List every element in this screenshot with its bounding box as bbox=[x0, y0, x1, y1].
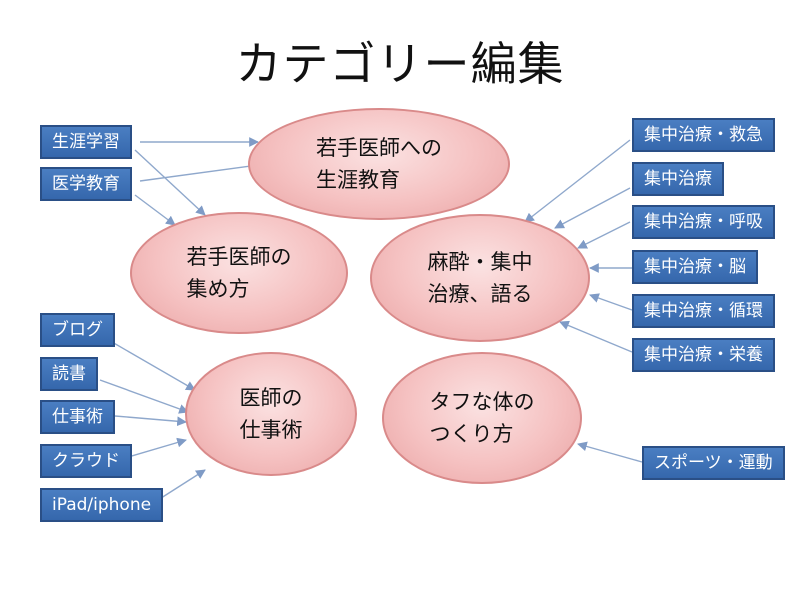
arrow-medical-to-gathering bbox=[134, 194, 176, 226]
bubble-line: 治療、語る bbox=[427, 282, 533, 306]
arrow-icu-circulation-to-anesthesia bbox=[589, 293, 633, 311]
arrow-ipad-to-technique bbox=[157, 469, 206, 501]
tag-icu-circulation[interactable]: 集中治療・循環 bbox=[632, 294, 775, 328]
arrow-icu-to-anesthesia bbox=[554, 187, 631, 229]
tag-icu-emergency[interactable]: 集中治療・救急 bbox=[632, 118, 775, 152]
arrow-icu-respiratory-to-anesthesia bbox=[577, 221, 631, 249]
arrow-cloud-to-technique bbox=[124, 437, 187, 459]
arrow-sports-to-body bbox=[577, 441, 643, 463]
tag-work-technique[interactable]: 仕事術 bbox=[40, 400, 115, 434]
bubble-line: つくり方 bbox=[429, 422, 514, 446]
tag-icu-nutrition[interactable]: 集中治療・栄養 bbox=[632, 338, 775, 372]
arrow-icu-nutrition-to-anesthesia bbox=[559, 320, 633, 353]
bubble-line: タフな体の bbox=[429, 390, 535, 414]
tag-sports[interactable]: スポーツ・運動 bbox=[642, 446, 785, 480]
bubble-line: 仕事術 bbox=[239, 418, 303, 442]
arrow-lifelong-to-gathering bbox=[134, 149, 206, 216]
category-bubble-body[interactable]: タフな体の つくり方 bbox=[382, 352, 582, 484]
tag-ipad-iphone[interactable]: iPad/iphone bbox=[40, 488, 164, 522]
arrow-blog-to-technique bbox=[111, 341, 196, 391]
tag-lifelong-learning[interactable]: 生涯学習 bbox=[40, 125, 132, 159]
bubble-line: 若手医師への bbox=[316, 136, 442, 160]
tag-reading[interactable]: 読書 bbox=[40, 357, 98, 391]
page-title: カテゴリー編集 bbox=[235, 37, 565, 91]
category-bubble-anesthesia[interactable]: 麻酔・集中 治療、語る bbox=[370, 214, 590, 342]
bubble-line: 麻酔・集中 bbox=[427, 250, 533, 274]
arrow-icu-emergency-to-anesthesia bbox=[524, 139, 631, 223]
bubble-line: 若手医師の bbox=[186, 245, 292, 269]
tag-blog[interactable]: ブログ bbox=[40, 313, 115, 347]
tag-medical-education[interactable]: 医学教育 bbox=[40, 167, 132, 201]
tag-icu[interactable]: 集中治療 bbox=[632, 162, 724, 196]
bubble-line: 医師の bbox=[239, 386, 303, 410]
tag-icu-brain[interactable]: 集中治療・脳 bbox=[632, 250, 758, 284]
arrow-reading-to-technique bbox=[99, 379, 189, 414]
bubble-line: 生涯教育 bbox=[316, 168, 400, 192]
tag-icu-respiratory[interactable]: 集中治療・呼吸 bbox=[632, 205, 775, 239]
category-bubble-young-education[interactable]: 若手医師への 生涯教育 bbox=[248, 108, 510, 220]
arrow-medical-to-education bbox=[139, 161, 259, 182]
category-bubble-technique[interactable]: 医師の 仕事術 bbox=[185, 352, 357, 476]
arrow-work-to-technique bbox=[114, 415, 187, 427]
category-bubble-gathering[interactable]: 若手医師の 集め方 bbox=[130, 212, 348, 334]
bubble-line: 集め方 bbox=[186, 277, 250, 301]
tag-cloud[interactable]: クラウド bbox=[40, 444, 132, 478]
